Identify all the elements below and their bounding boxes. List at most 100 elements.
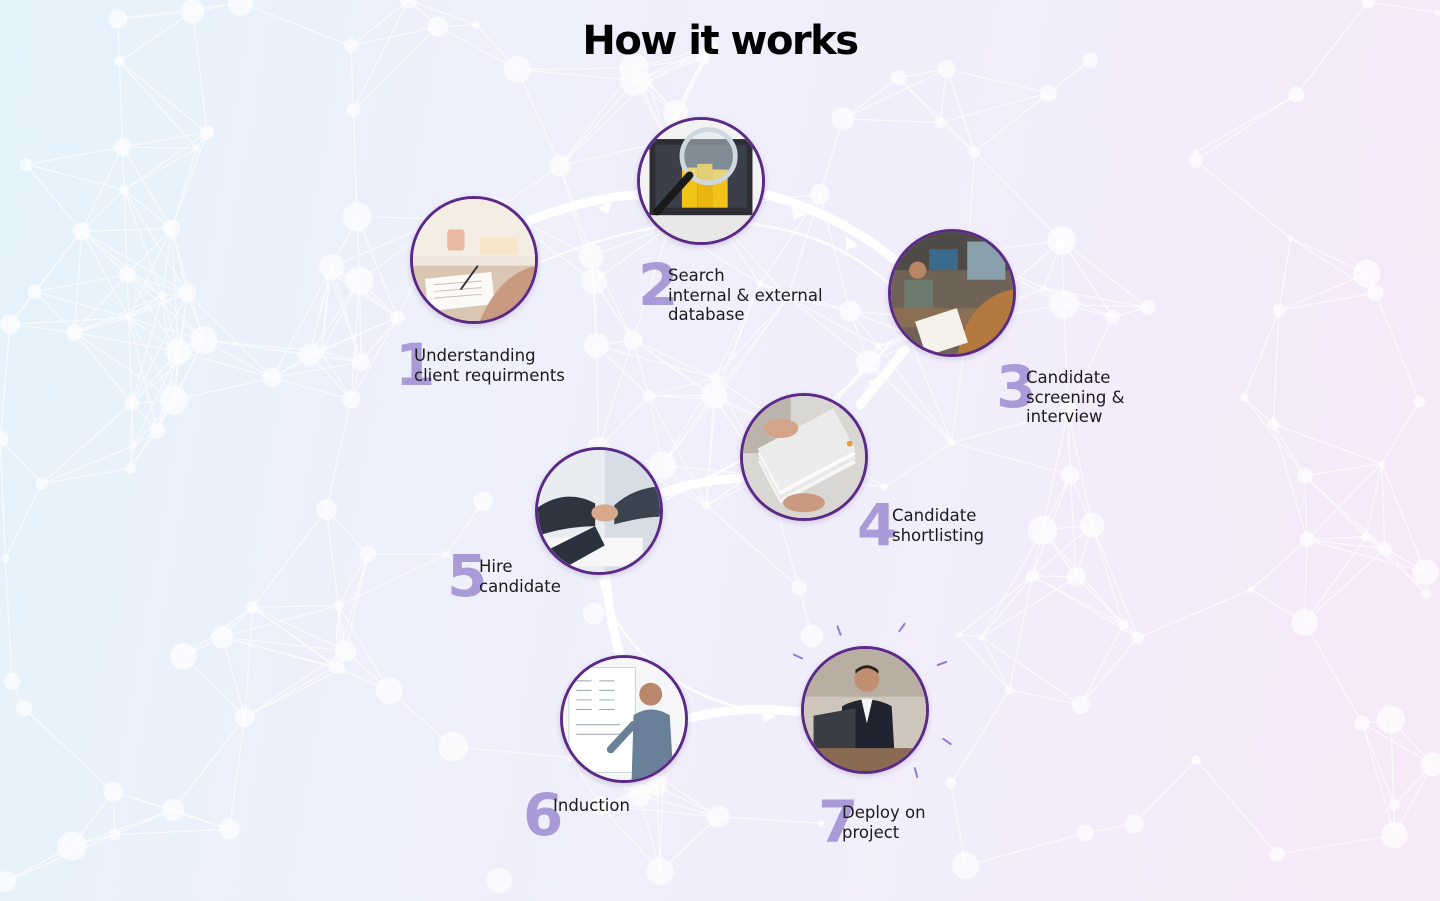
network-node bbox=[619, 53, 649, 83]
network-node bbox=[623, 330, 643, 350]
network-link bbox=[81, 230, 163, 297]
network-link bbox=[1043, 287, 1114, 318]
network-node bbox=[27, 284, 42, 299]
network-link bbox=[981, 576, 1077, 638]
network-link bbox=[639, 794, 719, 818]
network-node bbox=[218, 818, 240, 840]
step-label-line: Hire bbox=[479, 557, 513, 576]
network-link bbox=[4, 558, 13, 682]
network-link bbox=[321, 317, 398, 352]
network-link bbox=[656, 785, 719, 818]
step-label-line: Candidate bbox=[892, 506, 977, 525]
network-node bbox=[159, 385, 189, 415]
network-node bbox=[0, 314, 21, 335]
network-link bbox=[73, 231, 83, 333]
network-node bbox=[1361, 531, 1372, 542]
network-link bbox=[350, 0, 410, 47]
network-node bbox=[1077, 824, 1094, 842]
network-link bbox=[1067, 411, 1071, 476]
network-node bbox=[345, 266, 374, 295]
network-node bbox=[1421, 588, 1432, 599]
network-link bbox=[787, 297, 851, 312]
network-link bbox=[898, 77, 976, 153]
network-link bbox=[1384, 548, 1427, 595]
network-link bbox=[1381, 463, 1427, 573]
step-label-line: Understanding bbox=[414, 346, 536, 365]
network-link bbox=[950, 783, 967, 866]
network-link bbox=[1304, 462, 1382, 477]
network-link bbox=[352, 109, 358, 217]
network-link bbox=[713, 297, 789, 396]
network-link bbox=[74, 331, 175, 401]
network-node bbox=[246, 600, 260, 614]
network-node bbox=[582, 602, 605, 625]
network-link bbox=[1278, 272, 1368, 311]
network-node bbox=[19, 158, 33, 172]
network-link bbox=[517, 69, 561, 166]
network-link bbox=[352, 0, 410, 111]
network-link bbox=[123, 147, 198, 191]
network-link bbox=[939, 92, 1049, 124]
network-node bbox=[583, 333, 609, 358]
network-link bbox=[244, 650, 346, 718]
step-4-image bbox=[740, 393, 868, 521]
network-node bbox=[158, 291, 167, 300]
network-link bbox=[705, 399, 717, 506]
network-link bbox=[715, 297, 789, 400]
network-node bbox=[1273, 304, 1286, 317]
network-link bbox=[1080, 637, 1139, 706]
network-link bbox=[981, 636, 1082, 706]
network-node bbox=[1377, 541, 1392, 556]
network-link bbox=[632, 226, 671, 341]
network-link bbox=[74, 295, 163, 334]
network-node bbox=[162, 799, 185, 821]
network-link bbox=[117, 2, 241, 20]
network-link bbox=[939, 68, 948, 123]
network-link bbox=[1195, 93, 1297, 153]
network-link bbox=[252, 606, 336, 668]
network-node bbox=[1058, 401, 1078, 421]
network-link bbox=[118, 61, 208, 133]
network-node bbox=[1066, 567, 1086, 587]
network-link bbox=[123, 189, 172, 229]
network-node bbox=[969, 146, 981, 158]
network-link bbox=[1295, 1, 1369, 95]
network-node bbox=[124, 395, 140, 411]
network-node bbox=[427, 16, 449, 37]
network-link bbox=[170, 132, 208, 229]
network-link bbox=[437, 26, 518, 71]
step-3-image bbox=[888, 229, 1016, 357]
network-link bbox=[951, 410, 1069, 444]
network-node bbox=[442, 550, 450, 559]
network-node bbox=[817, 819, 825, 827]
network-link bbox=[632, 339, 716, 379]
network-node bbox=[1239, 393, 1249, 402]
network-link bbox=[178, 351, 273, 379]
network-link bbox=[980, 636, 1010, 691]
network-link bbox=[182, 655, 246, 718]
network-link bbox=[121, 146, 173, 229]
document-stack-photo bbox=[743, 396, 865, 518]
network-node bbox=[756, 280, 764, 287]
network-node bbox=[581, 268, 607, 295]
network-link bbox=[1091, 524, 1124, 625]
network-node bbox=[351, 353, 371, 372]
network-link bbox=[596, 344, 716, 379]
network-link bbox=[131, 339, 205, 404]
network-link bbox=[74, 274, 128, 333]
network-link bbox=[74, 331, 179, 353]
network-node bbox=[707, 805, 730, 828]
network-link bbox=[1304, 539, 1308, 623]
step-label-line: project bbox=[842, 822, 900, 842]
network-node bbox=[438, 731, 468, 762]
network-node bbox=[1124, 814, 1144, 834]
network-link bbox=[81, 230, 128, 276]
network-node bbox=[1047, 225, 1077, 255]
network-link bbox=[5, 833, 115, 883]
network-link bbox=[272, 361, 362, 379]
network-node bbox=[359, 546, 377, 563]
network-link bbox=[119, 10, 193, 63]
network-link bbox=[123, 132, 208, 191]
network-node bbox=[170, 643, 197, 670]
network-node bbox=[1412, 559, 1439, 586]
